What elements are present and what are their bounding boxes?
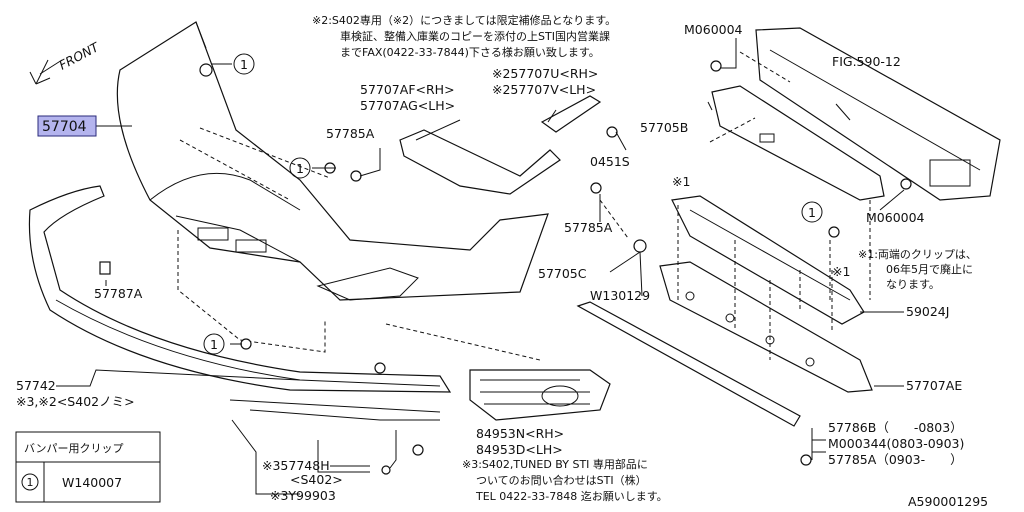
label-w130129: W130129 bbox=[590, 288, 650, 303]
bumper-face-57704 bbox=[116, 21, 549, 301]
clip-legend-table: バンパー用クリップ 1 W140007 bbox=[15, 431, 161, 503]
callout-1-top: 1 bbox=[233, 53, 255, 75]
grille-84953n bbox=[469, 369, 611, 421]
part-labels: 57707AF<RH> 57707AG<LH> ※257707U<RH> ※25… bbox=[16, 22, 988, 509]
note-s3-line3: TEL 0422-33-7848 迄お願いします。 bbox=[475, 489, 668, 503]
label-57742-sub: ※3,※2<S402ノミ> bbox=[16, 394, 135, 409]
label-57785a-1: 57785A bbox=[326, 126, 375, 141]
absorber-57705b bbox=[711, 85, 885, 201]
label-57707ae: 57707AE bbox=[906, 378, 962, 393]
note-s1-line3: なります。 bbox=[886, 278, 940, 291]
label-84953n: 84953N<RH> bbox=[476, 426, 564, 441]
note-s2-line2: 車検証、整備入庫業のコピーを添付の上STI国内営業課 bbox=[340, 29, 610, 43]
legend-part: W140007 bbox=[62, 475, 122, 490]
figure-id: A590001295 bbox=[908, 494, 988, 509]
svg-text:57704: 57704 bbox=[42, 119, 87, 135]
note-s1-line1: ※1:両端のクリップは、 bbox=[858, 248, 977, 261]
label-57705c: 57705C bbox=[538, 266, 587, 281]
front-label: FRONT bbox=[56, 39, 102, 73]
label-m060004-top: M060004 bbox=[684, 22, 743, 37]
label-57787a: 57787A bbox=[94, 286, 143, 301]
svg-text:1: 1 bbox=[240, 57, 248, 72]
bracket-257707u bbox=[540, 95, 602, 133]
bracket-57707af bbox=[399, 129, 561, 195]
callout-1-left: 1 bbox=[289, 157, 311, 179]
label-mark1-a: ※1 bbox=[672, 174, 690, 189]
label-57786b: 57786B（ -0803） bbox=[828, 420, 963, 435]
label-257707v: ※257707V<LH> bbox=[492, 82, 596, 97]
legend-num: 1 bbox=[27, 476, 34, 489]
label-m000344: M000344(0803-0903) bbox=[828, 436, 964, 451]
dashed-guides bbox=[177, 51, 871, 361]
reinforcement-fig590 bbox=[755, 27, 1001, 201]
svg-text:1: 1 bbox=[210, 337, 218, 352]
label-57742: 57742 bbox=[16, 378, 56, 393]
part-57704-highlight[interactable]: 57704 bbox=[37, 115, 97, 137]
label-84953d: 84953D<LH> bbox=[476, 442, 563, 457]
legend-header: バンパー用クリップ bbox=[24, 442, 124, 455]
label-357748h-sub: <S402> bbox=[290, 472, 343, 487]
callout-1-right: 1 bbox=[801, 201, 823, 223]
label-fig590: FIG.590-12 bbox=[832, 54, 901, 69]
note-s3-line1: ※3:S402,TUNED BY STI 専用部品に bbox=[462, 457, 648, 471]
label-357748h: ※357748H bbox=[262, 458, 330, 473]
note-s2-line3: までFAX(0422-33-7844)下さる様お願い致します。 bbox=[340, 45, 600, 59]
callouts: 1 1 1 1 bbox=[203, 53, 823, 355]
notes: ※2:S402専用（※2）につきましては限定補修品となります。 車検証、整備入庫… bbox=[312, 13, 977, 503]
fasteners bbox=[99, 60, 912, 475]
label-257707u: ※257707U<RH> bbox=[492, 66, 598, 81]
label-57707af: 57707AF<RH> bbox=[360, 82, 455, 97]
label-3y99903: ※3Y99903 bbox=[270, 488, 336, 503]
label-mark1-b: ※1 bbox=[832, 264, 850, 279]
label-m060004-bot: M060004 bbox=[866, 210, 925, 225]
leader-lines bbox=[56, 38, 905, 495]
note-s3-line2: ついてのお問い合わせはSTI（株） bbox=[476, 473, 647, 487]
strip-57705c bbox=[576, 301, 801, 427]
label-57705b: 57705B bbox=[640, 120, 688, 135]
label-57785a-2: 57785A bbox=[564, 220, 613, 235]
label-57707ag: 57707AG<LH> bbox=[360, 98, 455, 113]
note-s1-line2: 06年5月で廃止に bbox=[886, 262, 973, 276]
note-s2-line1: ※2:S402専用（※2）につきましては限定補修品となります。 bbox=[312, 13, 616, 27]
callout-1-bottom: 1 bbox=[203, 333, 225, 355]
svg-text:1: 1 bbox=[296, 161, 304, 176]
front-arrow: FRONT bbox=[29, 39, 102, 85]
label-59024j: 59024J bbox=[906, 304, 949, 319]
label-57785a-3: 57785A（0903- ） bbox=[828, 452, 963, 467]
svg-text:1: 1 bbox=[808, 205, 816, 220]
lip-spoiler-57742 bbox=[28, 185, 452, 421]
label-0451s: 0451S bbox=[590, 154, 630, 169]
beam-57707ae bbox=[659, 261, 873, 393]
